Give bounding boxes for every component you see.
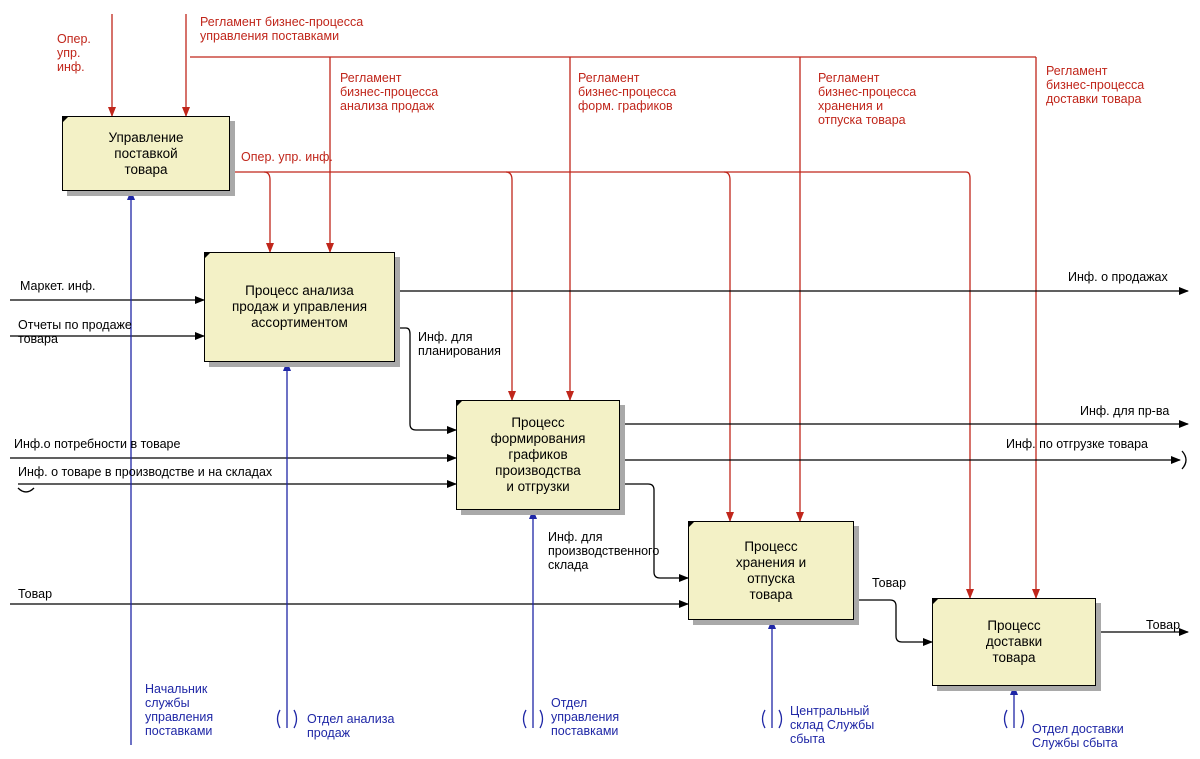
arrow-planning: [395, 327, 457, 434]
input-tunnel-left: [17, 487, 35, 493]
mech-tunnel-supply-dept: [522, 709, 544, 729]
output-tunnel-right: [1181, 450, 1187, 470]
label-reg-storage: Регламент бизнес-процесса хранения и отп…: [818, 71, 917, 127]
control-line-oper-mid: [230, 171, 971, 179]
label-shipping-out: Инф. по отгрузке товара: [1006, 437, 1148, 451]
mech-tunnel-delivery: [1003, 709, 1025, 729]
activity-box-storage[interactable]: Процесс хранения и отпуска товара: [688, 521, 854, 620]
label-reg-schedules: Регламент бизнес-процесса форм. графиков: [578, 71, 677, 113]
activity-box-delivery[interactable]: Процесс доставки товара: [932, 598, 1096, 686]
label-goods-mid: Товар: [872, 576, 907, 590]
label-reg-supply: Регламент бизнес-процесса управления пос…: [200, 15, 364, 43]
arrow-goods-mid: [854, 599, 933, 646]
label-mech-warehouse: Центральный склад Службы сбыта: [790, 704, 875, 746]
label-reg-delivery: Регламент бизнес-процесса доставки товар…: [1046, 64, 1145, 106]
label-reg-sales: Регламент бизнес-процесса анализа продаж: [340, 71, 439, 113]
label-production-out: Инф. для пр-ва: [1080, 404, 1170, 418]
label-goods-in: Товар: [18, 587, 53, 601]
label-goods-out: Товар: [1146, 618, 1181, 632]
label-oper-mid: Опер. упр. инф.: [241, 150, 333, 164]
activity-box-sales-analysis[interactable]: Процесс анализа продаж и управления ассо…: [204, 252, 395, 362]
control-arrow-oper-to-b2: [263, 171, 274, 253]
label-mech-head: Начальник службы управления поставками: [145, 682, 214, 738]
control-arrow-oper-to-b4: [723, 171, 734, 522]
label-market: Маркет. инф.: [20, 279, 96, 293]
label-need: Инф.о потребности в товаре: [14, 437, 181, 451]
control-arrow-oper-to-b3: [505, 171, 516, 401]
label-reports: Отчеты по продаже товара: [18, 318, 132, 346]
mech-tunnel-warehouse: [761, 709, 783, 729]
label-planning: Инф. для планирования: [418, 330, 501, 358]
label-production-info: Инф. о товаре в производстве и на склада…: [18, 465, 273, 479]
label-mech-delivery: Отдел доставки Службы сбыта: [1032, 722, 1124, 750]
arrow-warehouse-info: [620, 483, 689, 582]
label-oper-top: Опер. упр. инф.: [57, 32, 91, 74]
label-warehouse-info: Инф. для производственного склада: [548, 530, 660, 572]
activity-box-supply-management[interactable]: Управление поставкой товара: [62, 116, 230, 191]
mech-tunnel-sales-dept: [276, 709, 298, 729]
activity-box-scheduling[interactable]: Процесс формирования графиков производст…: [456, 400, 620, 510]
label-mech-supply-dept: Отдел управления поставками: [551, 696, 620, 738]
label-sales-out: Инф. о продажах: [1068, 270, 1168, 284]
label-mech-sales-dept: Отдел анализа продаж: [307, 712, 395, 740]
